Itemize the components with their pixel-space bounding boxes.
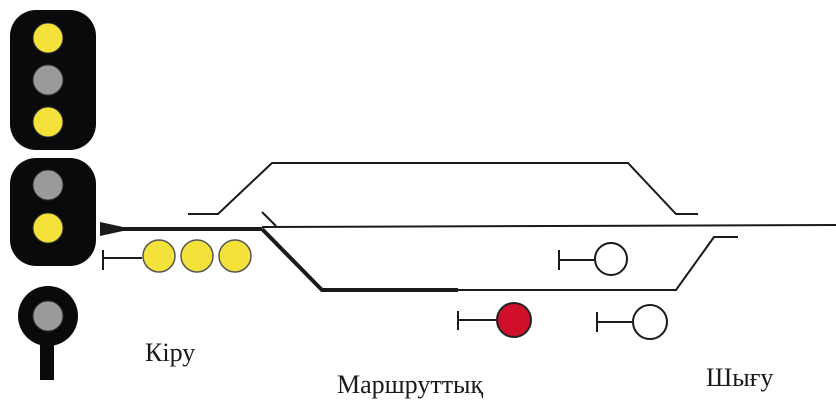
- lower-route-track: [260, 227, 458, 292]
- exit-label: Шығу: [706, 363, 774, 392]
- route-signal: [457, 302, 532, 338]
- switch-point: [261, 211, 277, 227]
- lower-siding: [458, 236, 738, 291]
- exit-signal-upper: [558, 242, 628, 276]
- route-lamp: [496, 302, 532, 338]
- signal-lamp-upper-3: [32, 106, 64, 138]
- exit-signal-lower: [596, 304, 668, 340]
- main-track: [261, 224, 836, 228]
- signal-lamp-lower-2: [32, 212, 64, 244]
- signal-lamp-upper-1: [32, 22, 64, 54]
- entry-arrow-icon: [100, 222, 132, 236]
- exit-lower-lamp: [632, 304, 668, 340]
- entry-label: Кіру: [145, 338, 196, 367]
- upper-siding: [188, 162, 698, 215]
- entry-signal: [102, 239, 252, 273]
- signal-lamp-upper-2: [32, 64, 64, 96]
- route-label: Маршруттық: [337, 370, 484, 399]
- entry-lamp-2: [180, 239, 214, 273]
- mast-signal: [10, 10, 96, 380]
- signal-post: [40, 340, 54, 380]
- track-layout: [100, 162, 836, 292]
- entry-lamp-1: [142, 239, 176, 273]
- signal-lamp-lower-1: [32, 169, 64, 201]
- exit-upper-lamp: [594, 242, 628, 276]
- signal-lamp-bottom: [32, 300, 64, 332]
- signal-lower-head: [10, 158, 96, 266]
- entry-lamp-3: [218, 239, 252, 273]
